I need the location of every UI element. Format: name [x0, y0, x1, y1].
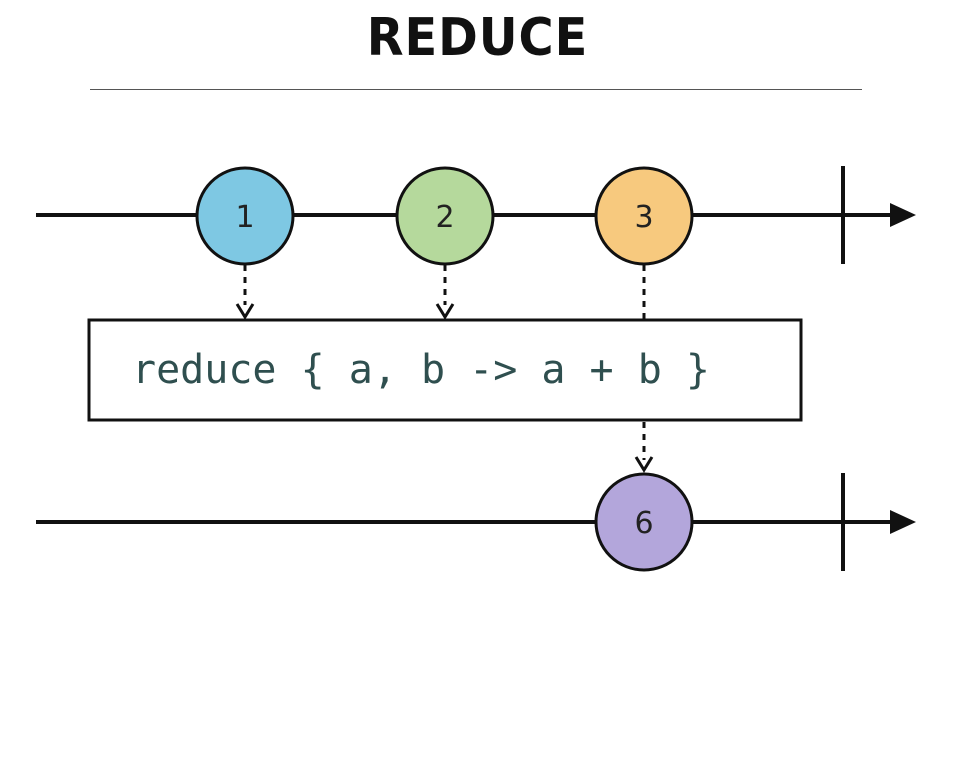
marble-label: 6 [634, 506, 653, 541]
page-title: REDUCE [366, 8, 589, 68]
marble-circle [594, 472, 694, 572]
operator-box-frame [87, 318, 803, 422]
operator-to-output-connector [634, 422, 654, 473]
input-to-operator-connectors [235, 265, 646, 320]
marble-circle [195, 166, 295, 266]
input-marble-3: 3 [594, 166, 694, 266]
input-marble-1: 1 [195, 166, 295, 266]
connector-1-arrowhead [235, 303, 255, 320]
connector-output-arrowhead [634, 456, 654, 473]
marble-label: 1 [235, 200, 254, 235]
output-timeline [36, 473, 916, 571]
connector-2-arrowhead [435, 303, 455, 320]
marble-label: 2 [435, 200, 454, 235]
operator-text: reduce { a, b -> a + b } [132, 347, 710, 393]
title-divider [90, 89, 862, 90]
marble-circle [395, 166, 495, 266]
operator-box: reduce { a, b -> a + b } [87, 318, 803, 422]
output-timeline-arrowhead [890, 510, 916, 534]
input-timeline-arrowhead [890, 203, 916, 227]
output-marble-1: 6 [594, 472, 694, 572]
input-marble-2: 2 [395, 166, 495, 266]
marble-circle [594, 166, 694, 266]
marble-label: 3 [634, 200, 653, 235]
